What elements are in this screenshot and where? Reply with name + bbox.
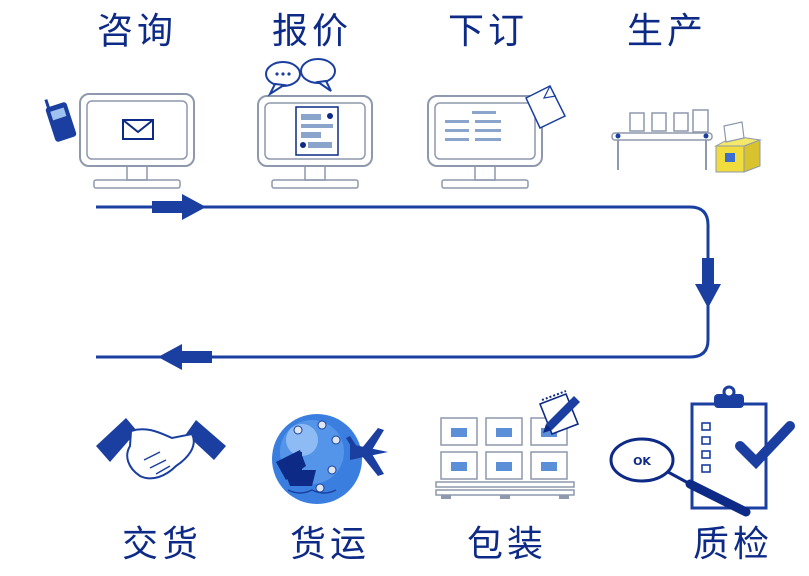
mobile-phone-icon [44,99,77,142]
step-label-delivery: 交货 [122,524,203,565]
step-label-consult: 咨询 [97,11,178,52]
step-label-shipping: 货运 [290,524,371,565]
flow-path [96,205,710,359]
cardboard-box-icon [714,121,762,173]
flow-arrow-down [695,258,721,308]
step-label-production: 生产 [627,11,708,52]
envelope-icon [122,119,154,140]
conveyor-production-icon [611,109,713,170]
step-label-order: 下订 [448,11,529,52]
step-label-qc: 质检 [693,524,774,565]
step-label-packing: 包装 [467,524,548,565]
monitor-order-form-icon [427,95,543,189]
magnifier-ok-text: OK [633,455,651,468]
globe-shipping-icon [272,414,362,504]
monitor-email-icon [79,93,195,189]
handshake-icon [96,418,226,480]
step-label-quote: 报价 [272,11,353,52]
notepad-pencil-icon [538,390,580,436]
monitor-document-icon [257,95,373,189]
flow-arrow-left [158,344,212,370]
chat-bubbles-icon [265,58,336,97]
paper-sheet-icon [525,84,567,130]
airplane-icon [346,428,388,476]
flow-arrow-right [152,194,206,220]
magnifier-icon: OK [609,437,751,517]
